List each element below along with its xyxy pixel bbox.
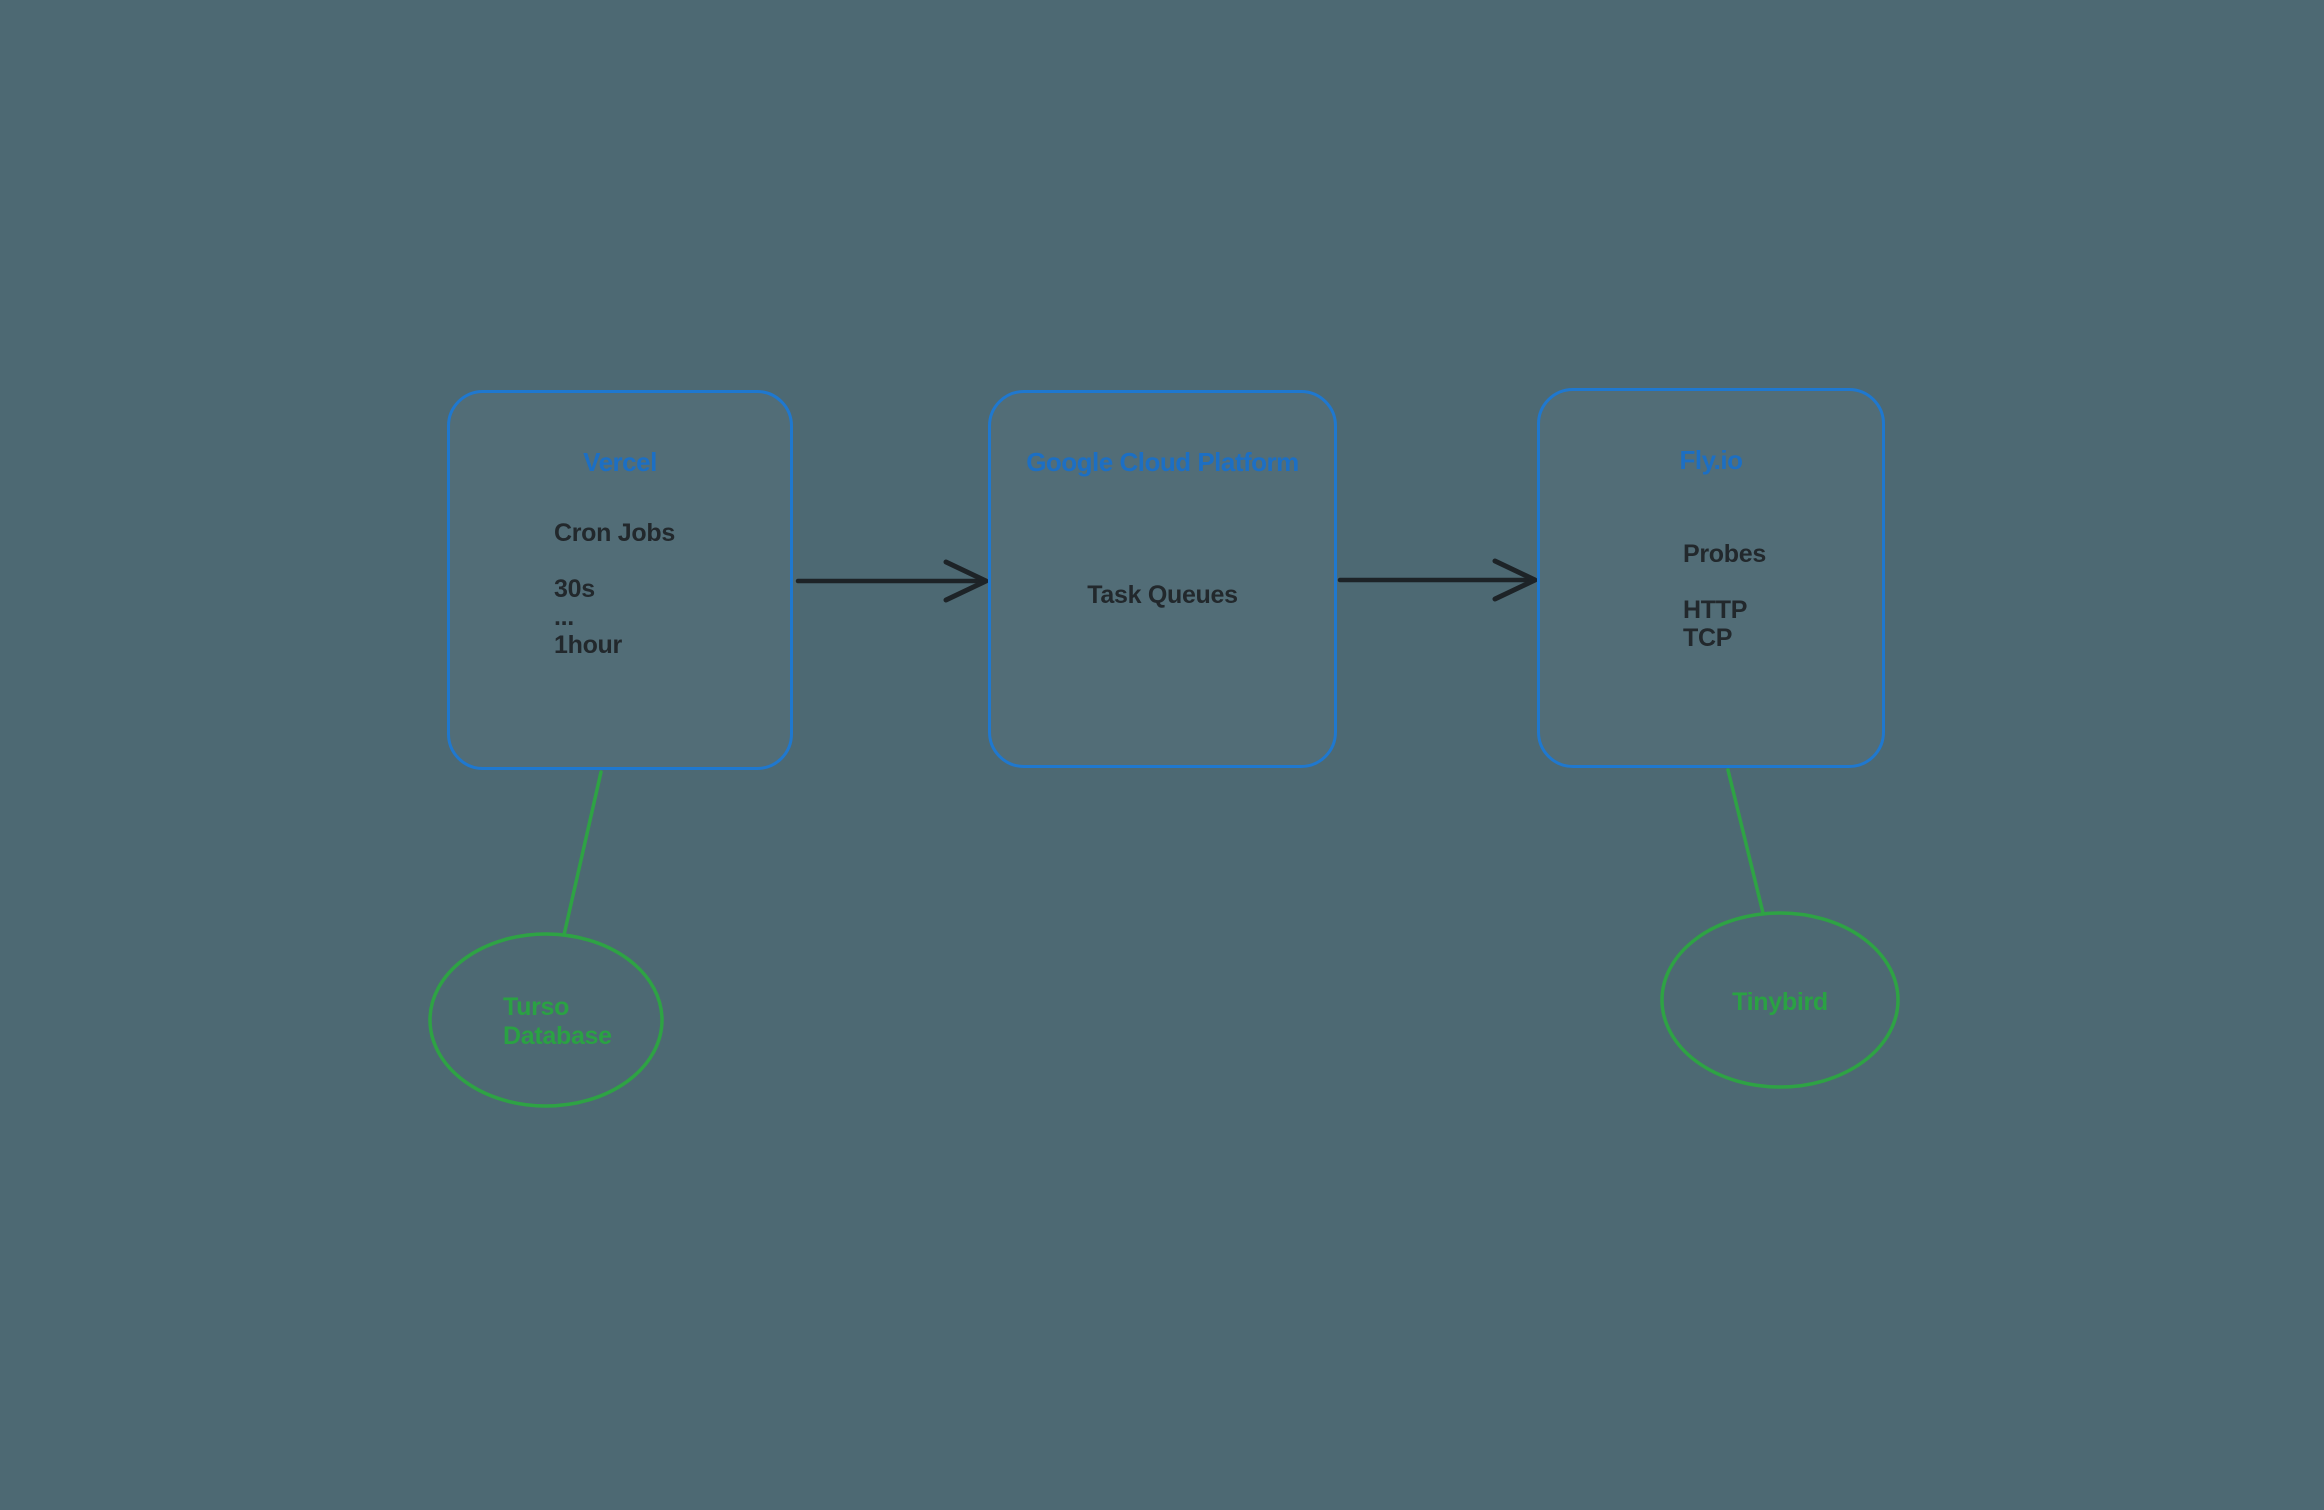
arrowhead-icon <box>943 559 989 603</box>
connector-flyio-tinybird <box>1726 768 1765 915</box>
node-gcp: Google Cloud Platform Task Queues <box>988 390 1337 768</box>
tinybird-label: Tinybird <box>1732 988 1828 1016</box>
node-gcp-title: Google Cloud Platform <box>1026 447 1299 477</box>
turso-label: Turso Database <box>503 993 612 1050</box>
node-gcp-body: Task Queues <box>1087 581 1238 609</box>
node-vercel-title: Vercel <box>583 447 657 477</box>
node-vercel: Vercel Cron Jobs 30s ... 1hour <box>447 390 793 770</box>
arrowhead-icon <box>1492 558 1538 602</box>
node-flyio-title: Fly.io <box>1679 445 1743 475</box>
node-flyio: Fly.io Probes HTTP TCP <box>1537 388 1885 768</box>
connector-vercel-turso <box>562 770 603 937</box>
node-vercel-body: Cron Jobs 30s ... 1hour <box>554 519 675 659</box>
node-flyio-body: Probes HTTP TCP <box>1683 540 1766 652</box>
arrow-vercel-gcp <box>795 559 989 603</box>
arrow-gcp-flyio <box>1337 558 1538 602</box>
